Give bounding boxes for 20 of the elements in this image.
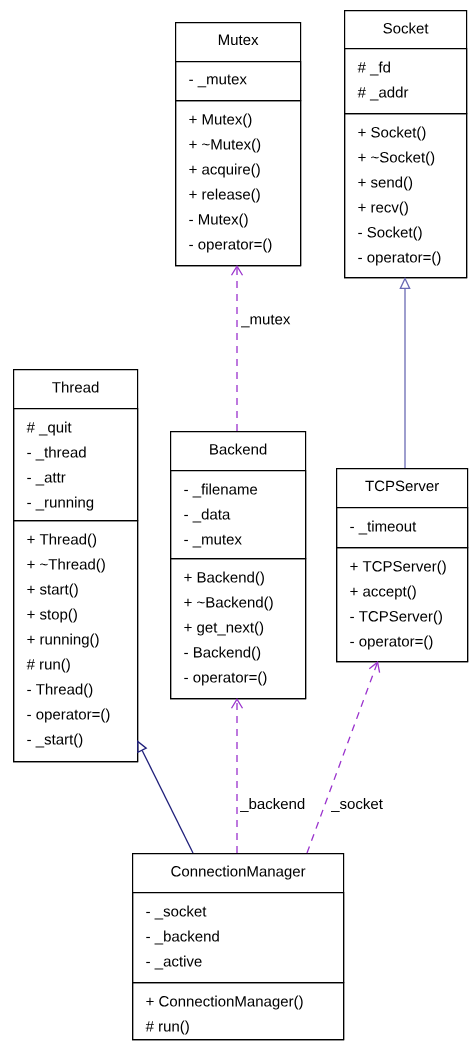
edge-label: _mutex bbox=[240, 313, 292, 329]
edge-label: _backend bbox=[239, 797, 307, 813]
arrow bbox=[399, 277, 411, 469]
member-list: + ConnectionManager() # run() bbox=[132, 982, 345, 1041]
arrow bbox=[230, 265, 244, 432]
arrow bbox=[137, 740, 194, 854]
arrow bbox=[306, 661, 381, 854]
member-list: + TCPServer() + accept() - TCPServer() - operator=() bbox=[336, 547, 469, 663]
member-list: + Thread() + ~Thread() + start() + stop() + running() # run() - Thread() - operator=() - _start() bbox=[13, 520, 139, 763]
member-list: + Mutex() + ~Mutex() + acquire() + release() - Mutex() - operator=() bbox=[175, 100, 302, 267]
member-list: + Socket() + ~Socket() + send() + recv() - Socket() - operator=() bbox=[344, 113, 468, 279]
member-list: - _mutex bbox=[175, 61, 302, 102]
edge-label: _socket bbox=[330, 797, 384, 813]
member-list: - _timeout bbox=[336, 507, 469, 549]
member-list: # _quit - _thread - _attr - _running bbox=[13, 408, 139, 522]
member-list: + Backend() + ~Backend() + get_next() - Backend() - operator=() bbox=[170, 558, 307, 700]
arrow bbox=[230, 698, 244, 854]
member-list: # _fd # _addr bbox=[344, 48, 468, 115]
member-list: - _socket - _backend - _active bbox=[132, 892, 345, 984]
member-list: - _filename - _data - _mutex bbox=[170, 470, 307, 560]
